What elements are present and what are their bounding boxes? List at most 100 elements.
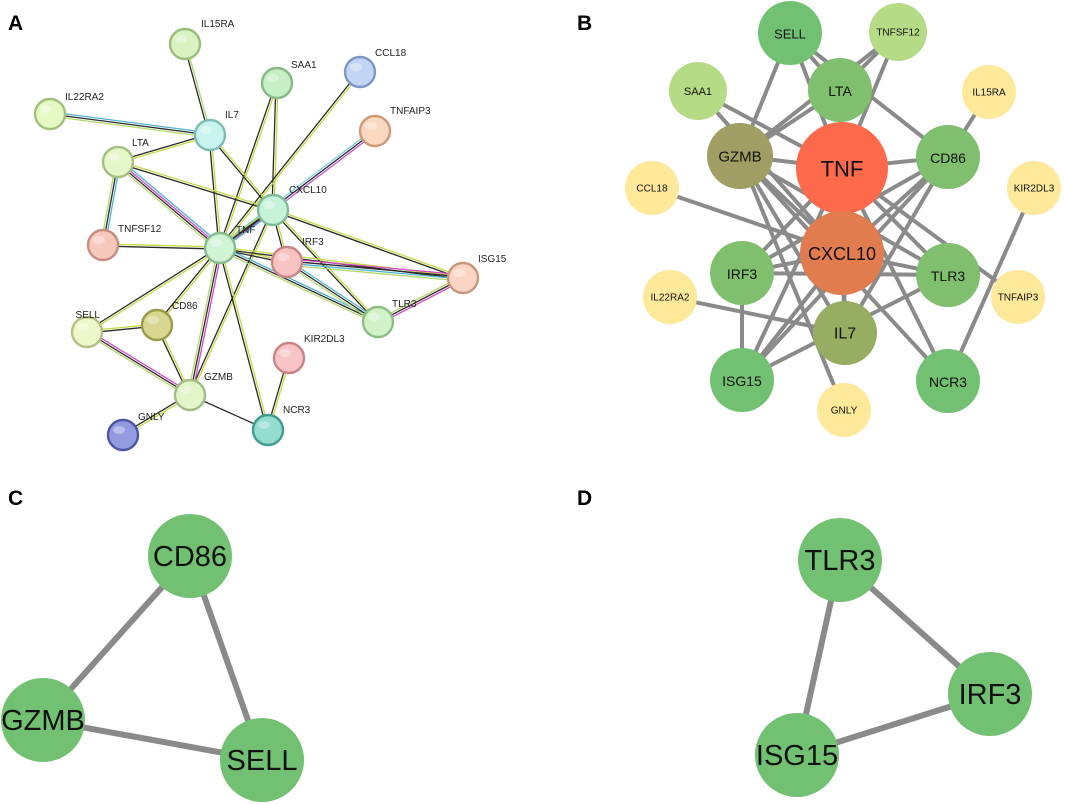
node-circle <box>173 378 207 412</box>
edge-il22ra2-il7 <box>49 111 211 138</box>
node-lta: LTA <box>808 58 872 122</box>
edge-strand <box>220 132 377 251</box>
edge-strand <box>190 210 275 396</box>
node-circle <box>669 62 727 120</box>
node-il7: IL7 <box>193 110 239 152</box>
node-tlr3: TLR3 <box>361 299 417 339</box>
node-highlight <box>279 349 291 357</box>
edge-saa1-cxcl10 <box>271 82 279 211</box>
node-label: SAA1 <box>291 60 317 71</box>
node-gzmb: GZMB <box>707 123 773 189</box>
edge-strand <box>115 163 219 251</box>
node-gzmb: GZMB <box>1 678 85 762</box>
edge-strand <box>188 209 273 395</box>
node-circle <box>272 341 306 375</box>
edge-strand <box>119 159 223 247</box>
node-label: IRF3 <box>302 237 324 248</box>
node-gzmb: GZMB <box>173 372 233 412</box>
node-label: CD86 <box>153 541 227 573</box>
node-highlight <box>368 313 380 321</box>
node-label: LTA <box>132 138 149 149</box>
node-circle <box>260 66 294 100</box>
node-isg15: ISG15 <box>755 713 839 797</box>
node-label: TNFAIP3 <box>390 106 431 117</box>
node-label: NCR3 <box>929 374 967 390</box>
node-label: IL22RA2 <box>65 92 104 103</box>
node-label: CXCL10 <box>289 185 327 196</box>
node-cxcl10: CXCL10 <box>256 185 327 227</box>
node-tnfsf12: TNFSF12 <box>86 224 162 262</box>
node-circle <box>962 65 1016 119</box>
node-lta: LTA <box>101 138 149 179</box>
edge-cxcl10-isg15 <box>272 208 464 280</box>
node-il15ra: IL15RA <box>962 65 1016 119</box>
node-circle <box>813 301 877 365</box>
node-cd86: CD86 <box>148 514 232 598</box>
node-ncr3: NCR3 <box>916 349 980 413</box>
edge-strand <box>118 160 222 248</box>
node-ncr3: NCR3 <box>251 405 311 447</box>
node-isg15: ISG15 <box>446 254 507 295</box>
node-label: IRF3 <box>959 679 1022 711</box>
node-irf3: IRF3 <box>270 237 324 279</box>
node-label: SAA1 <box>684 86 712 98</box>
edge-il7-cxcl10 <box>208 133 275 212</box>
node-label: GNLY <box>138 412 165 423</box>
edge-lta-cxcl10 <box>117 160 274 212</box>
node-label: TNFAIP3 <box>998 293 1039 304</box>
node-label: TNFSF12 <box>876 28 920 39</box>
node-label: CCL18 <box>636 184 668 195</box>
node-tnfsf12: TNFSF12 <box>869 3 927 61</box>
node-label: TLR3 <box>931 268 965 284</box>
node-circle <box>251 413 285 447</box>
edge-kir2dl3-ncr3 <box>946 187 1036 382</box>
edge-strand <box>286 264 463 282</box>
node-label: KIR2DL3 <box>304 334 345 345</box>
edge-strand <box>210 133 275 210</box>
node-circle <box>168 27 202 61</box>
node-circle <box>70 315 104 349</box>
node-label: TLR3 <box>805 545 876 577</box>
node-label: IL22RA2 <box>651 293 690 304</box>
node-cxcl10: CXCL10 <box>800 211 884 295</box>
edge-strand <box>187 247 219 395</box>
node-sell: SELL <box>758 1 822 65</box>
node-circle <box>916 125 980 189</box>
node-label: IRF3 <box>727 266 758 282</box>
node-circle <box>361 305 395 339</box>
node-circle <box>869 3 927 61</box>
node-label: ISG15 <box>478 254 507 265</box>
edge-strand <box>220 247 270 430</box>
edge-irf3-isg15 <box>286 258 464 282</box>
node-label: SELL <box>774 27 806 42</box>
node-label: CD86 <box>930 150 966 166</box>
node-label: CCL18 <box>375 48 407 59</box>
node-highlight <box>113 426 125 434</box>
node-circle <box>203 231 237 265</box>
node-sell: SELL <box>220 718 304 802</box>
node-saa1: SAA1 <box>260 60 317 100</box>
node-circle <box>256 193 290 227</box>
node-circle <box>755 713 839 797</box>
node-tnfaip3: TNFAIP3 <box>991 270 1045 324</box>
node-tlr3: TLR3 <box>798 518 882 602</box>
edge-strand <box>218 249 378 325</box>
node-label: SELL <box>76 310 101 321</box>
edge-strand <box>286 261 379 323</box>
node-label: GZMB <box>1 705 85 737</box>
node-circle <box>916 243 980 307</box>
node-label: TLR3 <box>392 299 417 310</box>
node-highlight <box>180 386 192 394</box>
node-cd86: CD86 <box>916 125 980 189</box>
node-circle <box>707 123 773 189</box>
edge-strand <box>117 162 273 212</box>
edge-strand <box>273 208 380 322</box>
edge-strand <box>220 83 279 249</box>
node-kir2dl3: KIR2DL3 <box>272 334 345 375</box>
edge-strand <box>50 111 211 134</box>
edge-cxcl10-gzmb <box>188 209 275 396</box>
node-highlight <box>40 105 52 113</box>
node-label: CXCL10 <box>808 244 876 264</box>
edge-strand <box>103 243 221 248</box>
